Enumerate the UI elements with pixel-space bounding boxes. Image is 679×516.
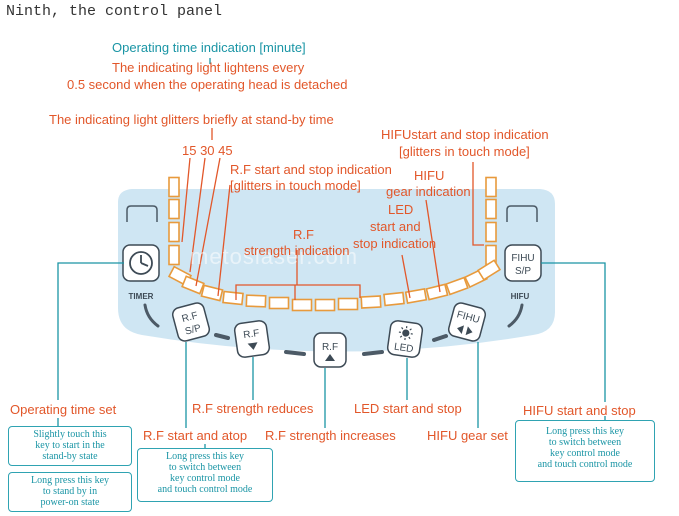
indicator-segments <box>167 176 502 312</box>
timer-long-press-note: Long press this key to stand by in power… <box>8 472 132 512</box>
arrow-up-icon <box>325 354 335 361</box>
arc-indicator-segment-8 <box>314 298 336 312</box>
watermark: metoslaser.com <box>190 244 359 269</box>
operating-time-indication-label: Operating time indication [minute] <box>112 40 306 55</box>
arc-indicator-segment-11 <box>383 291 405 307</box>
rf-increases-label: R.F strength increases <box>265 428 396 443</box>
hifu-start-indication-label-2: [glitters in touch mode] <box>399 144 530 159</box>
timer-label: TIMER <box>129 292 154 301</box>
arc-indicator-segment-2 <box>181 275 205 295</box>
timer-indicator-segment-4 <box>168 244 180 266</box>
timer-top-bracket <box>126 205 158 222</box>
led-key-label: LED <box>393 342 414 356</box>
hifu-start-stop-key[interactable]: FIHU S/P <box>504 244 542 282</box>
led-start-stop-label: LED start and stop <box>354 401 462 416</box>
led-indication-label-2: start and <box>370 219 421 234</box>
rf-start-stop-key-top: R.F <box>181 310 199 325</box>
page-title: Ninth, the control panel <box>6 3 223 20</box>
hifu-key-bottom: S/P <box>515 266 531 277</box>
dash-mid-left <box>284 350 306 356</box>
arrow-down-icon <box>247 342 258 350</box>
timer-touch-note: Slightly touch this key to start in the … <box>8 426 132 466</box>
timer-key[interactable] <box>122 244 160 282</box>
hifu-indicator-segment-2 <box>485 198 497 220</box>
arc-indicator-segment-6 <box>268 296 290 310</box>
arc-indicator-segment-13 <box>425 283 449 301</box>
arrow-right-icon <box>465 326 473 336</box>
hifu-gear-key[interactable]: FIHU <box>447 301 487 342</box>
hifu-gear-indication-label-1: HIFU <box>414 168 445 183</box>
arc-indicator-segment-4 <box>222 290 244 306</box>
arc-indicator-segment-7 <box>291 298 313 312</box>
rf-reduces-label: R.F strength reduces <box>192 401 314 416</box>
led-indication-label-1: LED <box>388 202 414 217</box>
hifu-indicator-segment-3 <box>485 221 497 243</box>
hifu-indicator-segment-1 <box>485 176 497 198</box>
operating-time-set-label: Operating time set <box>10 402 117 417</box>
arc-indicator-segment-16 <box>476 259 502 281</box>
hifu-label: HIFU <box>511 292 530 301</box>
arc-indicator-segment-9 <box>337 297 359 311</box>
timer-indicator-segment-3 <box>168 221 180 243</box>
led-indication-label-3: stop indication <box>353 236 437 251</box>
rf-long-press-note: Long press this key to switch between ke… <box>137 448 273 502</box>
arc-indicator-segment-10 <box>360 295 382 309</box>
arrow-left-icon <box>457 325 465 335</box>
arc-indicator-segment-3 <box>200 284 224 302</box>
light-every-label-1: The indicating light lightens every <box>112 60 305 75</box>
rf-start-atop-label: R.F start and atop <box>143 428 248 443</box>
teal-leader-lines <box>57 58 606 448</box>
dash-mid-right <box>362 350 384 356</box>
rf-down-key-label: R.F <box>243 328 260 341</box>
rf-strength-down-key[interactable]: R.F <box>233 320 271 358</box>
timer-indicator-segment-2 <box>168 198 180 220</box>
glitters-standby-label: The indicating light glitters briefly at… <box>49 112 334 127</box>
arc-indicator-segment-5 <box>245 294 267 308</box>
rf-strength-indication-label-2: strength indication <box>244 243 350 258</box>
rf-strength-up-key[interactable]: R.F <box>313 332 347 368</box>
hifu-start-indication-label-1: HIFUstart and stop indication <box>381 127 549 142</box>
timer-indicator-segment-1 <box>168 176 180 198</box>
hifu-gear-indication-label-2: gear indication <box>386 184 471 199</box>
panel-background <box>118 189 555 352</box>
rf-start-indication-label-1: R.F start and stop indication <box>230 162 392 177</box>
hifu-side-arc <box>507 303 524 328</box>
hifu-gear-set-label: HIFU gear set <box>427 428 508 443</box>
minutes-label: 15 30 45 <box>182 143 233 158</box>
dash-left <box>214 333 230 340</box>
top-leader-lines <box>181 128 484 300</box>
rf-strength-indication-label-1: R.F <box>293 227 314 242</box>
rf-up-key-label: R.F <box>322 342 338 353</box>
arc-indicator-segment-14 <box>445 276 469 296</box>
hifu-long-press-note: Long press this key to switch between ke… <box>515 420 655 482</box>
arc-indicator-segment-12 <box>404 288 428 304</box>
sun-icon <box>398 326 413 341</box>
hifu-start-stop-label: HIFU start and stop <box>523 403 636 418</box>
rf-start-indication-label-2: [glitters in touch mode] <box>230 178 361 193</box>
hifu-key-top: FIHU <box>511 253 534 264</box>
hifu-top-bracket <box>506 205 538 222</box>
light-every-label-2: 0.5 second when the operating head is de… <box>67 77 348 92</box>
rf-start-stop-key[interactable]: R.F S/P <box>171 301 211 342</box>
timer-side-arc <box>143 303 160 328</box>
rf-start-stop-key-bottom: S/P <box>184 323 203 338</box>
dash-right <box>432 334 448 342</box>
led-key[interactable]: LED <box>386 320 424 358</box>
